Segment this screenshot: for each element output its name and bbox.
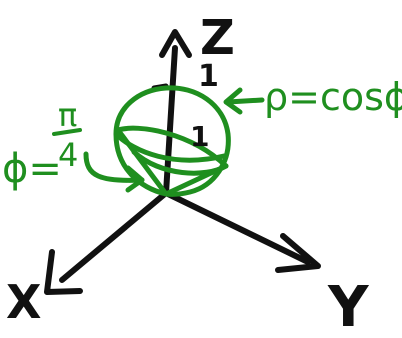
- x-axis: [59, 190, 169, 283]
- rho-arrow: [225, 97, 265, 105]
- y-axis: [163, 190, 311, 265]
- phi-denominator: 4: [58, 136, 78, 174]
- phi-label: ϕ=: [2, 146, 62, 192]
- x-axis-arrowhead: [44, 249, 83, 295]
- sphere-equator: [113, 131, 227, 163]
- axes: [44, 29, 321, 295]
- sphere-outline: [113, 85, 231, 197]
- rho-label: ρ=cosϕ: [264, 75, 402, 119]
- inner-tick-label: 1: [190, 120, 209, 153]
- x-axis-label: X: [6, 275, 41, 329]
- z-axis-arrowhead: [159, 29, 192, 58]
- phi-fraction-bar: [52, 128, 82, 136]
- z-axis-label: Z: [200, 10, 235, 66]
- phi-arrowhead: [125, 165, 145, 193]
- phi-numerator: π: [58, 96, 77, 134]
- z-tick-label: 1: [198, 59, 219, 94]
- green-sketch: [83, 85, 265, 197]
- phi-arrow: [83, 151, 145, 183]
- cone-top-rim: [115, 125, 229, 176]
- rho-arrowhead: [223, 87, 243, 115]
- y-axis-label: Y: [327, 275, 370, 338]
- y-axis-arrowhead: [275, 233, 321, 273]
